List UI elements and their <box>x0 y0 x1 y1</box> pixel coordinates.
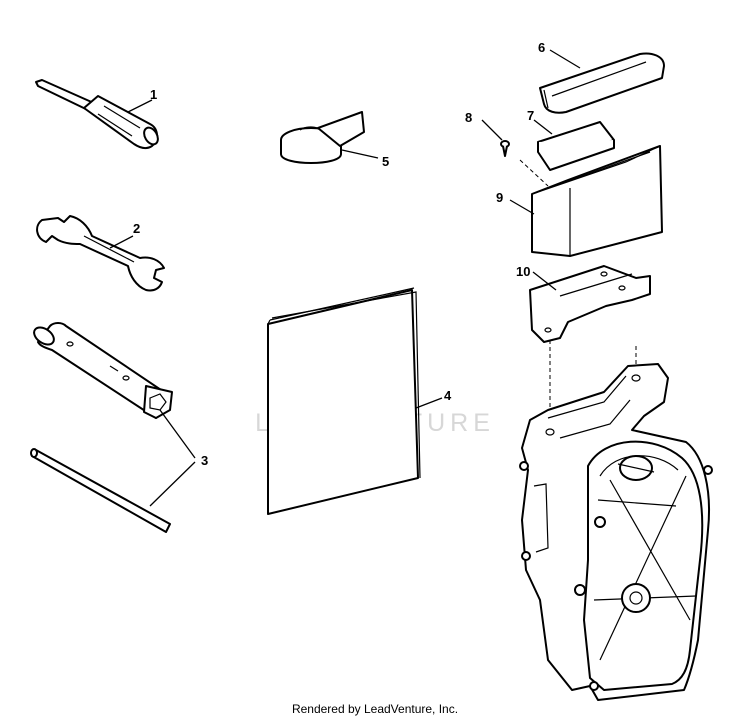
callout-3: 3 <box>201 453 208 468</box>
leader-3b <box>149 461 196 507</box>
footer-credit: Rendered by LeadVenture, Inc. <box>291 702 459 716</box>
callout-5: 5 <box>382 154 389 169</box>
leader-7 <box>533 119 553 135</box>
part-tommy-bar <box>30 448 171 533</box>
part-pad <box>537 121 615 171</box>
part-screwdriver <box>35 79 159 150</box>
part-tube-wrench <box>33 322 173 419</box>
leader-1 <box>127 99 153 113</box>
leader-5 <box>341 149 379 159</box>
part-box-lid <box>539 52 665 114</box>
leader-4 <box>415 397 443 409</box>
callout-8: 8 <box>465 110 472 125</box>
leader-10 <box>532 271 557 291</box>
part-tape-roll <box>280 111 365 164</box>
callout-10: 10 <box>516 264 530 279</box>
callout-4: 4 <box>444 388 452 403</box>
part-manual <box>267 287 421 515</box>
part-tool-box <box>519 145 663 257</box>
callout-2: 2 <box>133 221 140 236</box>
leader-8 <box>481 119 503 141</box>
callout-1: 1 <box>150 87 157 102</box>
leader-2 <box>109 235 134 249</box>
callout-9: 9 <box>496 190 503 205</box>
callout-6: 6 <box>538 40 545 55</box>
part-bracket <box>529 265 651 418</box>
leader-3a <box>159 409 196 459</box>
callout-labels: 1 2 3 4 5 6 7 8 9 10 <box>133 40 545 468</box>
leader-9 <box>509 199 535 215</box>
leader-lines <box>109 49 581 507</box>
callout-7: 7 <box>527 108 534 123</box>
part-screw <box>500 140 510 157</box>
leader-6 <box>549 49 581 69</box>
part-wrench <box>36 215 165 292</box>
part-recoil-housing <box>519 363 713 701</box>
